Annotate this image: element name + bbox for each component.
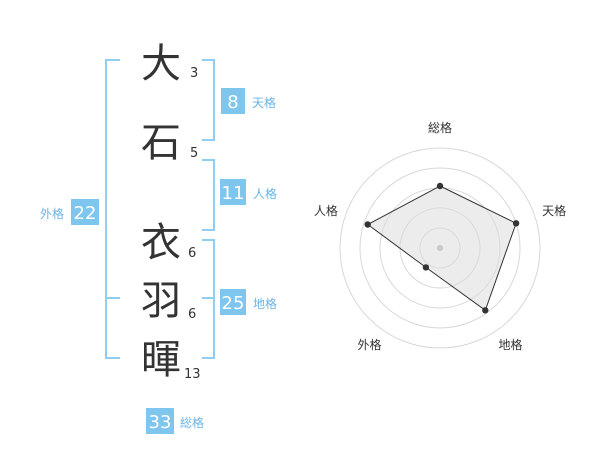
stroke-count-3: 6 (188, 246, 196, 261)
radar-axis-label-5: 人格 (314, 203, 338, 218)
jinkaku-label: 人格 (253, 186, 277, 201)
radar-center-dot (437, 245, 443, 251)
chikaku-badge: 25 地格 (220, 289, 277, 315)
name-char-1: 大 (141, 41, 181, 87)
radar-point-5 (364, 221, 371, 228)
name-char-4: 羽 (141, 278, 181, 324)
radar-axis-label-3: 地格 (498, 337, 522, 352)
chikaku-label: 地格 (253, 296, 277, 311)
chikaku-value: 25 (222, 293, 245, 314)
name-char-3: 衣 (141, 220, 181, 266)
tenkaku-value: 8 (227, 92, 238, 113)
soukaku-value: 33 (149, 412, 172, 433)
gaikaku-bracket (105, 59, 120, 359)
name-char-2: 石 (141, 120, 181, 166)
soukaku-badge: 33 総格 (146, 408, 204, 434)
tenkaku-label: 天格 (252, 95, 276, 110)
stroke-count-5: 13 (184, 367, 201, 382)
radar-point-2 (512, 220, 520, 227)
gaikaku-label: 外格 (40, 206, 64, 221)
tenkaku-badge: 8 天格 (221, 88, 276, 114)
stroke-count-4: 6 (188, 307, 196, 322)
stroke-counts: 3 5 6 6 13 (184, 66, 201, 382)
radar-point-4 (422, 264, 430, 271)
stroke-count-2: 5 (190, 146, 198, 161)
radar-point-3 (482, 307, 489, 314)
gaikaku-badge: 外格 22 (40, 199, 99, 225)
name-char-5: 暉 (141, 337, 181, 383)
radar-ring-5 (339, 147, 541, 349)
jinkaku-bracket (202, 159, 215, 231)
radar-axis-label-2: 天格 (542, 203, 566, 218)
radar-axis-label-4: 外格 (357, 337, 381, 352)
tenkaku-bracket (202, 59, 215, 141)
stroke-count-1: 3 (190, 66, 198, 81)
name-characters: 大 石 衣 羽 暉 (141, 41, 181, 383)
jinkaku-badge: 11 人格 (220, 179, 277, 205)
radar-point-1 (436, 182, 444, 190)
radar-axis-label-1: 総格 (428, 120, 452, 135)
gaikaku-value: 22 (74, 203, 97, 224)
chikaku-bracket (202, 239, 215, 359)
soukaku-label: 総格 (180, 415, 204, 430)
jinkaku-value: 11 (222, 183, 245, 204)
radar-ring-4 (359, 167, 521, 329)
